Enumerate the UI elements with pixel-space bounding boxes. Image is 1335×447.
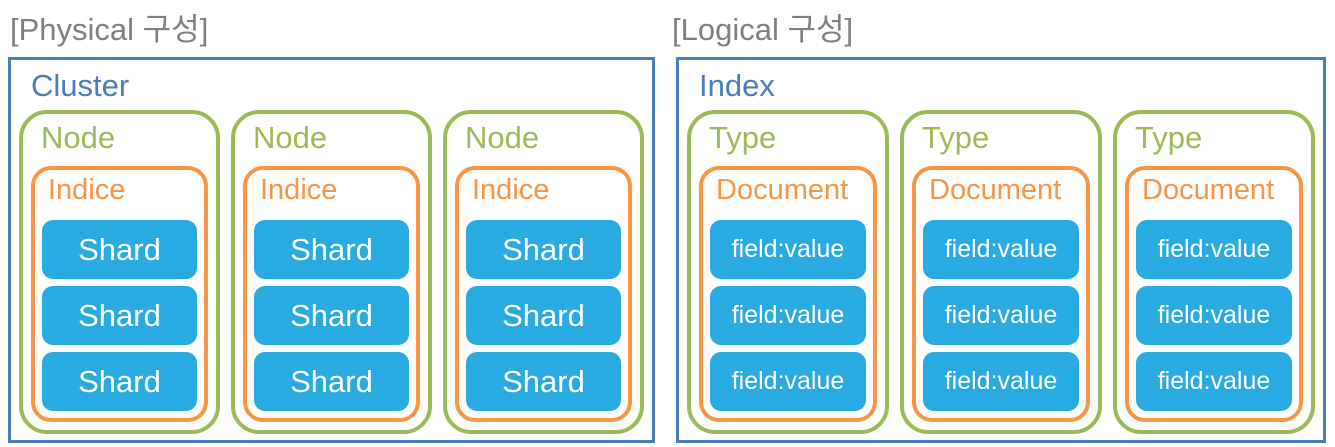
indice-box: Indice Shard Shard Shard [243, 166, 420, 422]
shard-block: Shard [42, 286, 197, 345]
indice-box: Indice Shard Shard Shard [455, 166, 632, 422]
cluster-box: Cluster Node Indice Shard Shard Shard No… [8, 57, 655, 443]
document-label: Document [929, 174, 1062, 206]
type-columns: Type Document field:value field:value fi… [685, 110, 1317, 434]
index-label: Index [699, 68, 775, 103]
field-value-block: field:value [710, 220, 866, 279]
node-box-1: Node Indice Shard Shard Shard [19, 110, 220, 434]
indice-box: Indice Shard Shard Shard [31, 166, 208, 422]
shard-block: Shard [42, 352, 197, 411]
field-value-block: field:value [923, 220, 1079, 279]
shard-block: Shard [254, 286, 409, 345]
field-value-block: field:value [923, 352, 1079, 411]
document-box: Document field:value field:value field:v… [699, 166, 877, 422]
shard-block: Shard [254, 352, 409, 411]
field-value-list: field:value field:value field:value [1136, 220, 1292, 411]
document-box: Document field:value field:value field:v… [1125, 166, 1303, 422]
indice-label: Indice [48, 174, 126, 206]
indice-label: Indice [472, 174, 550, 206]
type-label: Type [709, 120, 777, 155]
cluster-label: Cluster [31, 68, 130, 103]
document-label: Document [1142, 174, 1275, 206]
index-box: Index Type Document field:value field:va… [676, 57, 1326, 443]
type-box-2: Type Document field:value field:value fi… [900, 110, 1102, 434]
node-label: Node [253, 120, 328, 155]
field-value-block: field:value [710, 352, 866, 411]
physical-section-title: [Physical 구성] [10, 12, 209, 47]
field-value-list: field:value field:value field:value [923, 220, 1079, 411]
field-value-block: field:value [923, 286, 1079, 345]
shard-list: Shard Shard Shard [254, 220, 409, 411]
node-columns: Node Indice Shard Shard Shard Node Indic… [17, 110, 646, 434]
field-value-block: field:value [710, 286, 866, 345]
field-value-block: field:value [1136, 220, 1292, 279]
indice-label: Indice [260, 174, 338, 206]
logical-section-title: [Logical 구성] [672, 12, 854, 47]
shard-list: Shard Shard Shard [466, 220, 621, 411]
type-box-1: Type Document field:value field:value fi… [687, 110, 889, 434]
field-value-block: field:value [1136, 352, 1292, 411]
type-box-3: Type Document field:value field:value fi… [1113, 110, 1315, 434]
node-label: Node [465, 120, 540, 155]
shard-list: Shard Shard Shard [42, 220, 197, 411]
shard-block: Shard [466, 220, 621, 279]
document-label: Document [716, 174, 849, 206]
shard-block: Shard [466, 286, 621, 345]
field-value-block: field:value [1136, 286, 1292, 345]
document-box: Document field:value field:value field:v… [912, 166, 1090, 422]
node-box-3: Node Indice Shard Shard Shard [443, 110, 644, 434]
shard-block: Shard [466, 352, 621, 411]
type-label: Type [922, 120, 990, 155]
shard-block: Shard [42, 220, 197, 279]
node-label: Node [41, 120, 116, 155]
field-value-list: field:value field:value field:value [710, 220, 866, 411]
shard-block: Shard [254, 220, 409, 279]
node-box-2: Node Indice Shard Shard Shard [231, 110, 432, 434]
type-label: Type [1135, 120, 1203, 155]
